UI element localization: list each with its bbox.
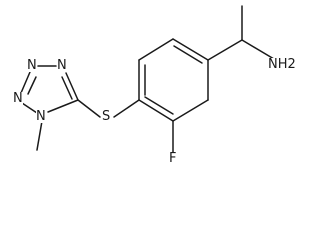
bond-ring-to-sulfur <box>113 99 140 118</box>
structure-diagram: NH2 F S N N N N <box>13 5 296 166</box>
benzene-ring <box>138 38 209 122</box>
tetrazole-bond-c5-n4 <box>65 72 79 101</box>
tetrazole-n2-label: N <box>13 91 23 106</box>
ring-bond-top-right <box>172 38 209 61</box>
nh2-label: NH2 <box>268 57 296 72</box>
fluorine-label: F <box>169 151 177 166</box>
ring-bond-top-left <box>138 38 174 61</box>
ring-double-bond-top-right <box>173 45 203 64</box>
tetrazole-double-c5-n4 <box>61 76 73 100</box>
tetrazole-n3-label: N <box>27 58 37 73</box>
ring-bond-bottom-right <box>172 99 209 122</box>
bond-sulfur-to-tetrazole <box>77 99 101 118</box>
tetrazole-n4-label: N <box>57 58 67 73</box>
tetrazole-double-n3-n2 <box>27 76 37 95</box>
bond-ring-to-chiral-carbon <box>207 39 243 61</box>
tetrazole-bond-n3-n2 <box>20 71 31 94</box>
tetrazole-ring <box>20 65 79 114</box>
bond-n1-to-methyl <box>36 120 43 151</box>
ring-double-bond-bottom-left <box>144 96 174 115</box>
bond-layer <box>20 5 275 153</box>
sulfur-label: S <box>102 109 111 124</box>
bond-chiral-to-nh2 <box>241 39 275 60</box>
tetrazole-n1-label: N <box>36 109 46 124</box>
tetrazole-bond-c5-n1 <box>47 99 79 113</box>
ring-bond-bottom-left <box>138 99 174 122</box>
tetrazole-bond-n2-n1 <box>21 102 38 114</box>
